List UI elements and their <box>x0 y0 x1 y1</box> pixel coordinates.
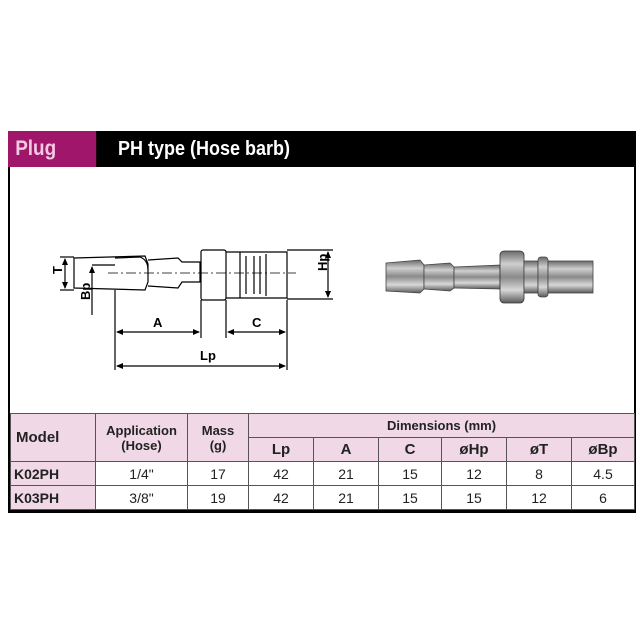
dim-label-Bp: Bp <box>78 283 93 300</box>
cell-lp: 42 <box>248 485 314 510</box>
cell-bp: 4.5 <box>570 461 636 486</box>
technical-drawing: T Bp Hp A C Lp <box>50 249 333 370</box>
dim-label-Lp: Lp <box>200 348 216 363</box>
col-header-bp: øBp <box>570 437 636 462</box>
table-row: K02PH 1/4" 17 42 21 15 12 8 4.5 <box>10 461 636 486</box>
cell-t: 12 <box>506 485 572 510</box>
col-header-a: A <box>313 437 379 462</box>
table-row: K03PH 3/8" 19 42 21 15 15 12 6 <box>10 485 636 510</box>
cell-bp: 6 <box>570 485 636 510</box>
cell-mass: 19 <box>187 485 249 510</box>
dim-label-A: A <box>153 315 163 330</box>
cell-mass: 17 <box>187 461 249 486</box>
cell-application: 1/4" <box>95 461 188 486</box>
cell-a: 21 <box>313 461 379 486</box>
dim-label-C: C <box>252 315 262 330</box>
col-header-application: Application(Hose) <box>95 413 188 462</box>
cell-hp: 12 <box>441 461 507 486</box>
dim-label-T: T <box>50 266 65 274</box>
cell-c: 15 <box>378 461 442 486</box>
cell-hp: 15 <box>441 485 507 510</box>
cell-t: 8 <box>506 461 572 486</box>
cell-model: K03PH <box>10 485 96 510</box>
col-header-hp: øHp <box>441 437 507 462</box>
spec-table: Model Application(Hose) Mass(g) Dimensio… <box>10 413 636 510</box>
cell-lp: 42 <box>248 461 314 486</box>
cell-a: 21 <box>313 485 379 510</box>
col-header-lp: Lp <box>248 437 314 462</box>
col-header-mass: Mass(g) <box>187 413 249 462</box>
col-header-model: Model <box>10 413 96 462</box>
dim-label-Hp: Hp <box>315 254 330 271</box>
category-tag: Plug <box>8 131 97 167</box>
product-title: PH type (Hose barb) <box>118 137 291 160</box>
cell-application: 3/8" <box>95 485 188 510</box>
col-header-dimensions: Dimensions (mm) <box>247 413 636 438</box>
col-header-t: øT <box>506 437 572 462</box>
product-photo <box>385 250 594 304</box>
cell-c: 15 <box>378 485 442 510</box>
title-bar: Plug PH type (Hose barb) <box>8 131 636 167</box>
frame-bottom-border <box>8 510 636 513</box>
col-header-c: C <box>378 437 442 462</box>
cell-model: K02PH <box>10 461 96 486</box>
